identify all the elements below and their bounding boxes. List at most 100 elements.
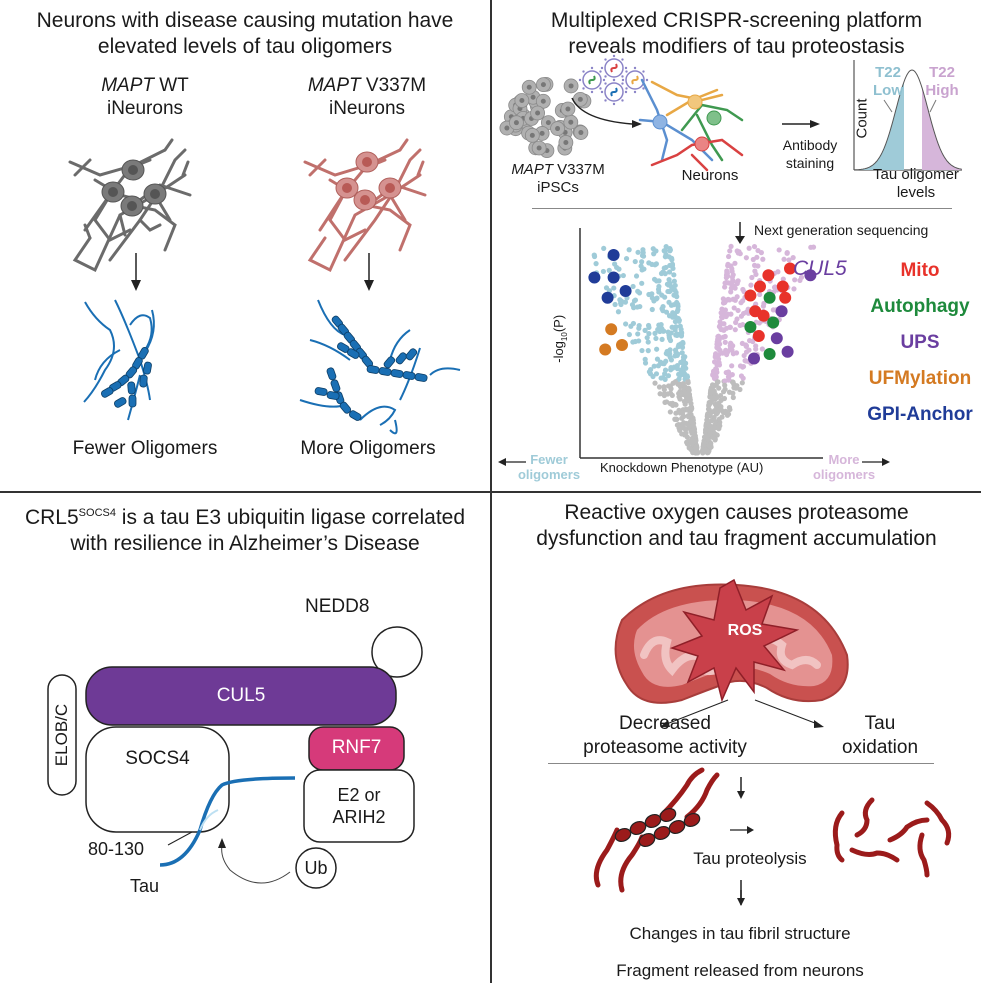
background-gene-point xyxy=(727,248,733,254)
background-gene-point xyxy=(797,277,803,284)
background-gene-point xyxy=(679,344,686,350)
background-gene-point xyxy=(620,272,626,279)
e2-line-2: ARIH2 xyxy=(332,807,386,827)
nedd8-label: NEDD8 xyxy=(305,596,370,617)
background-gene-point xyxy=(719,414,725,420)
background-gene-point xyxy=(716,362,723,368)
background-gene-point xyxy=(725,253,732,260)
background-gene-point xyxy=(670,380,676,386)
background-gene-point xyxy=(703,427,709,433)
background-gene-point xyxy=(743,309,750,315)
background-gene-point xyxy=(743,342,749,348)
background-gene-point xyxy=(632,297,639,303)
highlighted-gene-point-ufmylation xyxy=(599,343,612,356)
background-gene-point xyxy=(721,321,727,327)
background-gene-point xyxy=(758,250,764,256)
down-arrow-icon xyxy=(737,880,745,906)
fewer-oligomers-axis-label: Fewer oligomers xyxy=(514,452,584,482)
background-gene-point xyxy=(687,413,693,420)
background-gene-point xyxy=(722,339,728,345)
background-gene-point xyxy=(645,322,652,329)
highlighted-gene-point-mito xyxy=(752,330,765,342)
background-gene-point xyxy=(665,288,671,295)
background-gene-point xyxy=(671,272,677,278)
background-gene-point xyxy=(685,380,691,386)
background-gene-point xyxy=(691,432,698,438)
background-gene-point xyxy=(741,352,747,359)
background-gene-point xyxy=(650,246,656,252)
fibril-beads xyxy=(614,807,701,848)
background-gene-point xyxy=(641,266,647,272)
background-gene-point xyxy=(664,281,671,287)
background-gene-point xyxy=(776,247,782,253)
ylabel-sub: 10 xyxy=(559,332,569,342)
background-gene-point xyxy=(791,286,797,292)
background-gene-point xyxy=(593,261,599,267)
background-gene-point xyxy=(713,353,720,359)
e2-line-1: E2 or xyxy=(337,785,381,805)
highlighted-gene-point-autophagy xyxy=(744,321,757,333)
panel-title-bottom-right: Reactive oxygen causes proteasome dysfun… xyxy=(492,500,981,552)
background-gene-point xyxy=(722,333,728,340)
wt-variant: WT xyxy=(159,75,189,96)
highlighted-gene-point-autophagy xyxy=(763,348,776,360)
background-gene-point xyxy=(655,363,662,369)
mut-variant: V337M xyxy=(365,75,427,96)
more-oligomers-label: More Oligomers xyxy=(300,438,436,459)
background-gene-point xyxy=(666,269,673,275)
background-gene-point xyxy=(719,350,726,356)
cul5-label: CUL5 xyxy=(216,685,266,706)
background-gene-point xyxy=(672,282,678,289)
highlighted-gene-point-mito xyxy=(744,289,757,302)
background-gene-point xyxy=(665,351,671,357)
background-gene-point xyxy=(723,325,730,331)
ylabel-main: -log xyxy=(551,341,567,363)
background-gene-point xyxy=(733,385,739,391)
background-gene-point xyxy=(639,280,645,286)
background-gene-point xyxy=(755,263,761,269)
background-gene-point xyxy=(622,299,629,305)
background-gene-point xyxy=(654,346,660,352)
highlighted-gene-point-ups xyxy=(770,332,783,345)
more-oligomers-axis-label: More oligomers xyxy=(805,452,883,482)
background-gene-point xyxy=(683,406,689,412)
highlighted-gene-point-ufmylation xyxy=(605,323,618,336)
background-gene-point xyxy=(654,356,661,362)
background-gene-point xyxy=(656,278,662,284)
decreased-line-1: Decreased xyxy=(619,713,711,734)
background-gene-point xyxy=(674,294,680,300)
title-prefix: CRL5 xyxy=(24,506,79,529)
background-gene-point xyxy=(654,295,660,301)
oxidation-line-1: Tau xyxy=(864,713,896,734)
background-gene-point xyxy=(639,259,645,265)
background-gene-point xyxy=(726,376,732,383)
highlighted-gene-point-ups xyxy=(748,352,760,365)
background-gene-point xyxy=(686,387,692,393)
background-gene-point xyxy=(653,335,659,342)
background-gene-point xyxy=(728,285,734,291)
background-gene-point xyxy=(623,255,630,262)
background-gene-point xyxy=(736,249,742,255)
background-gene-point xyxy=(667,247,673,253)
background-gene-point xyxy=(728,243,734,250)
fewer-line-2: oligomers xyxy=(517,467,581,482)
background-gene-point xyxy=(659,292,665,298)
background-gene-point xyxy=(656,384,663,390)
background-gene-point xyxy=(723,369,729,376)
staining-line-2: staining xyxy=(785,155,835,171)
volcano-xlabel: Knockdown Phenotype (AU) xyxy=(600,460,764,475)
title-line-2: reveals modifiers of tau proteostasis xyxy=(568,35,905,58)
legend-item-ufmylation: UFMylation xyxy=(868,368,972,389)
background-gene-point xyxy=(661,391,667,397)
tau-label: Tau xyxy=(130,876,160,896)
background-gene-point xyxy=(706,422,712,429)
background-gene-point xyxy=(642,360,649,366)
background-gene-point xyxy=(729,363,735,369)
background-gene-point xyxy=(656,322,662,328)
more-oligomers-icon xyxy=(299,299,461,435)
socs4-box xyxy=(85,726,230,833)
background-gene-point xyxy=(662,399,668,406)
background-gene-point xyxy=(676,317,682,323)
background-gene-point xyxy=(712,401,718,407)
background-gene-point xyxy=(712,396,718,402)
